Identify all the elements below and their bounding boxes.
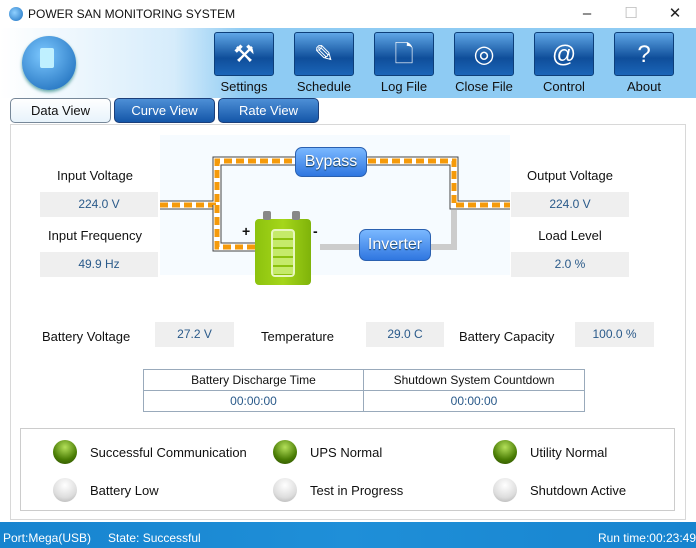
- shutdown-countdown-header: Shutdown System Countdown: [363, 369, 585, 391]
- battery-plus-sign: +: [242, 223, 251, 239]
- app-title: POWER SAN MONITORING SYSTEM: [28, 7, 236, 21]
- about-button[interactable]: ?About: [613, 32, 675, 94]
- indicator-label: UPS Normal: [310, 445, 383, 460]
- input-frequency-label: Input Frequency: [48, 228, 142, 243]
- temperature-label: Temperature: [261, 329, 334, 344]
- shutdown-active-led-icon: [493, 478, 517, 502]
- port-status: Port:Mega(USB): [3, 531, 92, 545]
- status-bar: Port:Mega(USB) State: Successful Run tim…: [0, 522, 696, 548]
- tab-data-view[interactable]: Data View: [10, 98, 111, 123]
- shutdown-countdown-value: 00:00:00: [363, 390, 585, 412]
- battery-capacity-label: Battery Capacity: [459, 329, 555, 344]
- indicator-label: Utility Normal: [530, 445, 608, 460]
- hammer-icon: ⚒: [214, 32, 274, 76]
- schedule-icon: ✎: [294, 32, 354, 76]
- control-button[interactable]: @Control: [533, 32, 595, 94]
- battery-capacity-value: 100.0 %: [575, 322, 654, 347]
- status-indicators: [20, 428, 675, 511]
- input-frequency-value: 49.9 Hz: [40, 252, 158, 277]
- minimize-button[interactable]: –: [582, 5, 592, 22]
- discharge-time-header: Battery Discharge Time: [143, 369, 364, 391]
- close-file-button[interactable]: ◎Close File: [453, 32, 515, 94]
- maximize-button[interactable]: ☐: [624, 5, 638, 22]
- ups-normal-led-icon: [273, 440, 297, 464]
- test-in-progress-led-icon: [273, 478, 297, 502]
- disc-icon: ◎: [454, 32, 514, 76]
- inverter-label: Inverter: [359, 229, 431, 261]
- power-flow-diagram: Bypass Inverter + -: [160, 135, 510, 285]
- tab-rate-view[interactable]: Rate View: [218, 98, 319, 123]
- title-bar: POWER SAN MONITORING SYSTEM – ☐ ✕: [0, 0, 696, 28]
- input-voltage-value: 224.0 V: [40, 192, 158, 217]
- discharge-time-value: 00:00:00: [143, 390, 364, 412]
- close-button[interactable]: ✕: [668, 5, 682, 22]
- load-level-value: 2.0 %: [511, 252, 629, 277]
- log-file-button[interactable]: 🗋Log File: [373, 32, 435, 94]
- schedule-button[interactable]: ✎Schedule: [293, 32, 355, 94]
- utility-normal-led-icon: [493, 440, 517, 464]
- battery-voltage-value: 27.2 V: [155, 322, 234, 347]
- at-icon: @: [534, 32, 594, 76]
- indicator-label: Test in Progress: [310, 483, 404, 498]
- communication-led-icon: [53, 440, 77, 464]
- indicator-label: Battery Low: [90, 483, 159, 498]
- battery-minus-sign: -: [313, 223, 318, 239]
- input-voltage-label: Input Voltage: [57, 168, 133, 183]
- bypass-label: Bypass: [295, 147, 367, 177]
- tab-curve-view[interactable]: Curve View: [114, 98, 215, 123]
- logo-icon: [22, 36, 76, 90]
- app-icon: [9, 7, 23, 21]
- battery-icon: [255, 211, 311, 285]
- run-time: Run time:00:23:49: [597, 531, 696, 545]
- battery-low-led-icon: [53, 478, 77, 502]
- question-icon: ?: [614, 32, 674, 76]
- temperature-value: 29.0 C: [366, 322, 444, 347]
- battery-voltage-label: Battery Voltage: [42, 329, 131, 344]
- document-icon: 🗋: [374, 32, 434, 76]
- load-level-label: Load Level: [538, 228, 602, 243]
- settings-button[interactable]: ⚒Settings: [213, 32, 275, 94]
- indicator-label: Successful Communication: [90, 445, 247, 460]
- output-voltage-label: Output Voltage: [526, 168, 613, 183]
- indicator-label: Shutdown Active: [530, 483, 627, 498]
- connection-state: State: Successful: [108, 531, 201, 545]
- output-voltage-value: 224.0 V: [511, 192, 629, 217]
